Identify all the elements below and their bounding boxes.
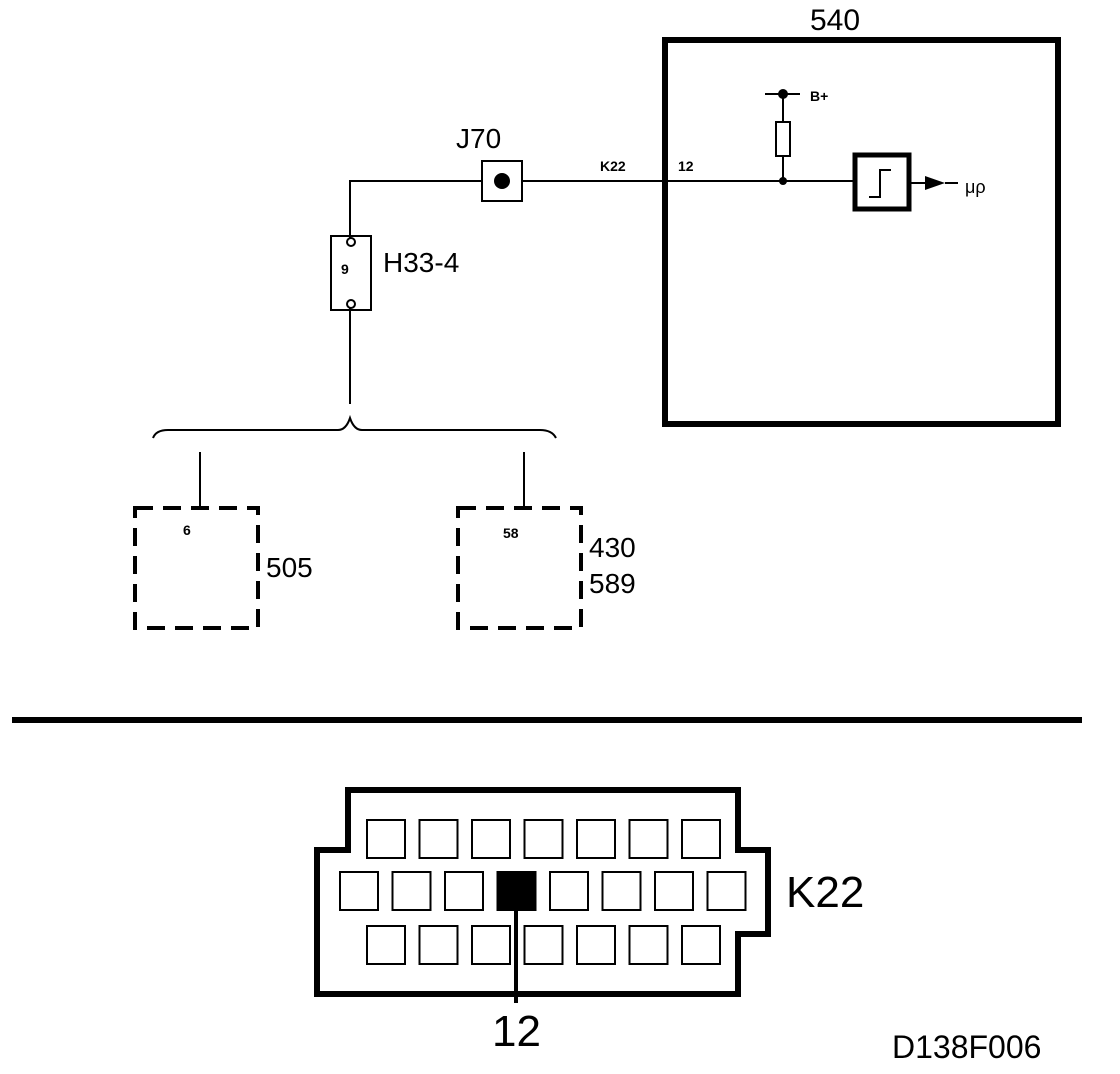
junction-label: J70 — [456, 123, 501, 154]
module-505-label: 505 — [266, 552, 313, 583]
junction-j70: J70 — [456, 123, 523, 202]
junction-box — [481, 160, 523, 202]
module-505-box — [133, 506, 260, 630]
k22-housing — [314, 787, 771, 997]
k22-pin — [628, 819, 669, 859]
k22-pin — [523, 925, 564, 965]
k22-pin — [576, 925, 616, 965]
module-430-label: 430 — [589, 532, 636, 563]
output-label: μρ — [965, 177, 986, 197]
k22-pin — [523, 819, 564, 859]
module-430-pin: 58 — [503, 525, 519, 541]
module-505: 6 505 — [133, 506, 313, 630]
k22-pin — [339, 871, 379, 911]
k22-pin — [654, 871, 694, 911]
k22-pin — [681, 819, 721, 859]
module-540-box — [662, 37, 1061, 427]
k22-pin — [366, 819, 406, 859]
wire-to-junction — [349, 180, 482, 238]
junction-dot — [494, 173, 510, 189]
k22-face-label: K22 — [786, 868, 864, 917]
schmitt-trigger — [852, 152, 912, 212]
output-arrow-icon — [925, 176, 945, 190]
h33-pin-label: 9 — [341, 261, 349, 277]
h33-connector-body — [330, 235, 372, 311]
k22-pin — [681, 925, 721, 965]
k22-pin-grid — [339, 819, 747, 965]
module-540-label: 540 — [810, 4, 860, 37]
k22-pin — [471, 925, 511, 965]
k22-pin — [391, 871, 432, 911]
connector-h33-4: 9 H33-4 — [330, 235, 459, 311]
k22-pin — [418, 925, 459, 965]
branch-brace — [152, 414, 557, 439]
module-589-label: 589 — [589, 568, 636, 599]
wire-pin-label: 12 — [678, 158, 694, 174]
module-505-pin: 6 — [183, 522, 191, 538]
k22-pin — [444, 871, 484, 911]
k22-pin — [549, 871, 589, 911]
k22-pin — [628, 925, 669, 965]
module-430-box — [456, 506, 583, 630]
k22-pin — [366, 925, 406, 965]
h33-pin-top — [346, 237, 356, 247]
k22-pin — [706, 871, 747, 911]
supply-label: B+ — [810, 88, 828, 104]
k22-pin — [418, 819, 459, 859]
pullup-resistor — [775, 121, 791, 157]
k22-pin — [576, 819, 616, 859]
module-540: 540 B+ μρ — [662, 4, 1061, 427]
k22-pin — [601, 871, 642, 911]
k22-pin-callout: 12 — [492, 1007, 541, 1056]
k22-pin — [471, 819, 511, 859]
h33-label: H33-4 — [383, 247, 459, 278]
schmitt-trigger-icon — [869, 169, 891, 198]
connector-k22-face: K22 12 — [314, 787, 864, 1056]
module-430-589: 58 430 589 — [456, 506, 636, 630]
k22-pin-12 — [496, 871, 537, 911]
drawing-reference: D138F006 — [892, 1029, 1041, 1065]
h33-pin-bottom — [346, 299, 356, 309]
wire-connector-label: K22 — [600, 158, 626, 174]
